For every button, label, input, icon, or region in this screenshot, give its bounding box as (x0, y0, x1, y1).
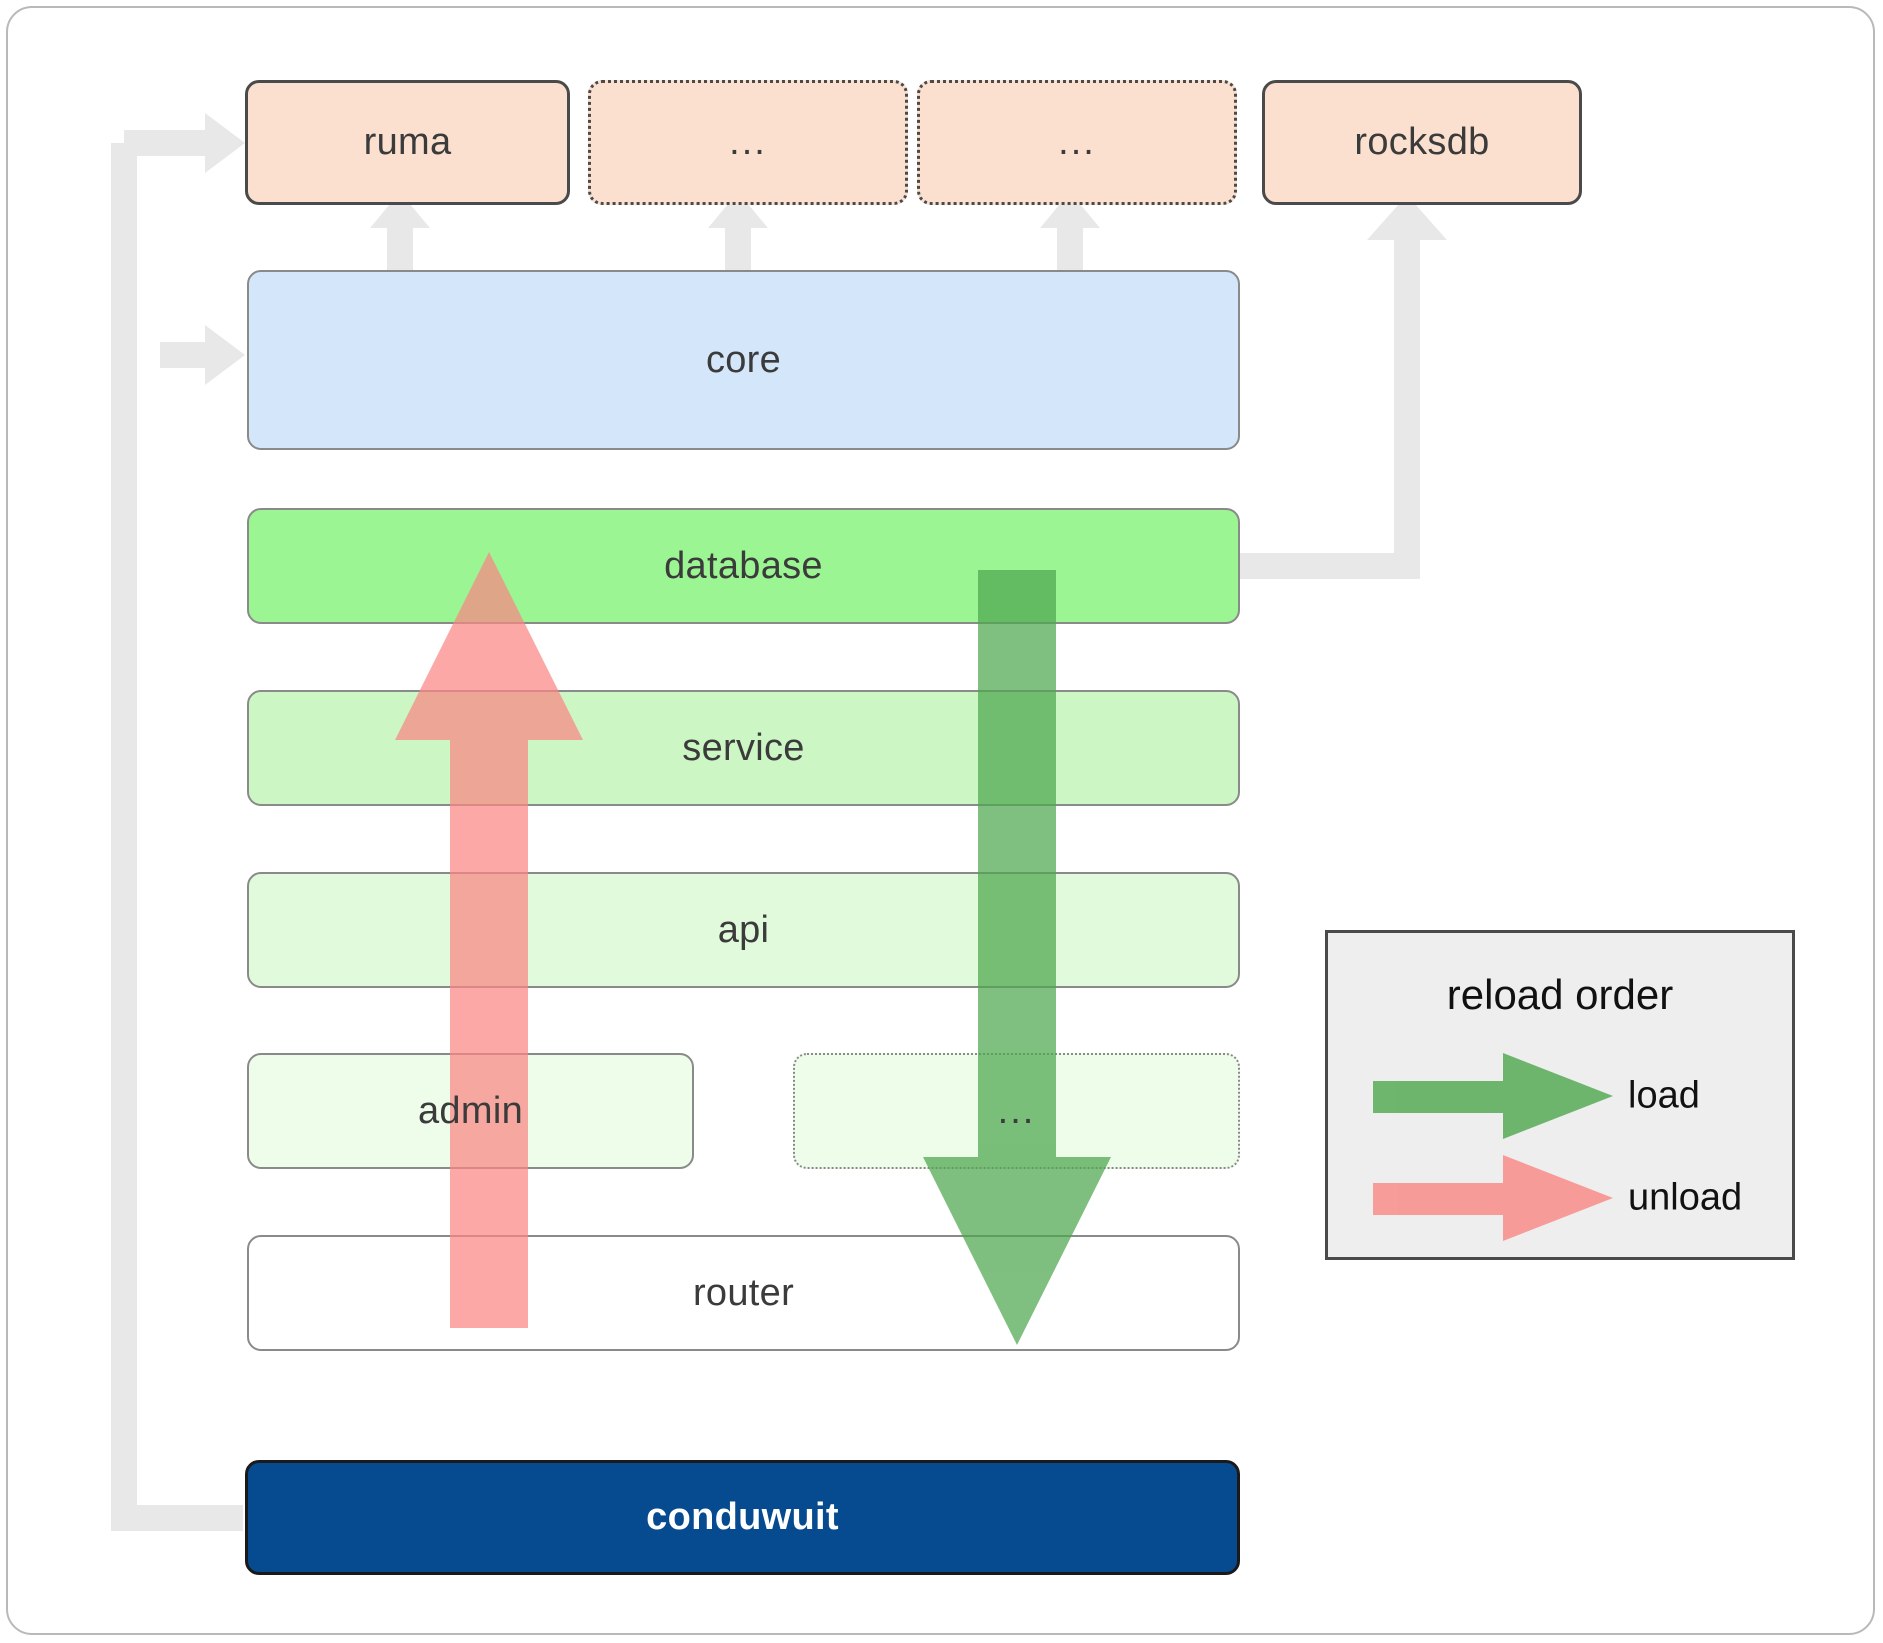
node-service-label: service (682, 726, 805, 769)
node-router[interactable]: router (247, 1235, 1240, 1351)
node-layer-ellipsis-label: ... (997, 1089, 1036, 1132)
node-rocksdb-label: rocksdb (1354, 121, 1490, 163)
node-ruma-label: ruma (363, 121, 452, 163)
node-admin[interactable]: admin (247, 1053, 694, 1169)
node-core-label: core (705, 338, 782, 381)
node-external-ellipsis-1-label: ... (729, 121, 767, 163)
legend-reload-order: reload order load unload (1325, 930, 1795, 1260)
node-service[interactable]: service (247, 690, 1240, 806)
node-database[interactable]: database (247, 508, 1240, 624)
node-ruma[interactable]: ruma (245, 80, 570, 205)
node-external-ellipsis-1[interactable]: ... (588, 80, 908, 205)
legend-unload-label: unload (1628, 1176, 1743, 1219)
node-api-label: api (717, 908, 770, 951)
node-admin-label: admin (418, 1089, 523, 1132)
node-layer-ellipsis[interactable]: ... (793, 1053, 1240, 1169)
node-core[interactable]: core (247, 270, 1240, 450)
node-external-ellipsis-2-label: ... (1058, 121, 1096, 163)
diagram-outer-frame (6, 6, 1875, 1635)
node-rocksdb[interactable]: rocksdb (1262, 80, 1582, 205)
node-external-ellipsis-2[interactable]: ... (917, 80, 1237, 205)
node-router-label: router (692, 1271, 795, 1314)
node-conduwuit-label: conduwuit (646, 1496, 839, 1538)
node-api[interactable]: api (247, 872, 1240, 988)
legend-row-load: load (1328, 1053, 1792, 1139)
legend-title: reload order (1446, 971, 1674, 1018)
legend-load-arrow-icon (1373, 1053, 1613, 1139)
node-database-label: database (664, 544, 823, 587)
legend-load-label: load (1628, 1074, 1700, 1117)
legend-unload-arrow-icon (1373, 1155, 1613, 1241)
legend-row-unload: unload (1328, 1155, 1792, 1241)
node-conduwuit[interactable]: conduwuit (245, 1460, 1240, 1575)
